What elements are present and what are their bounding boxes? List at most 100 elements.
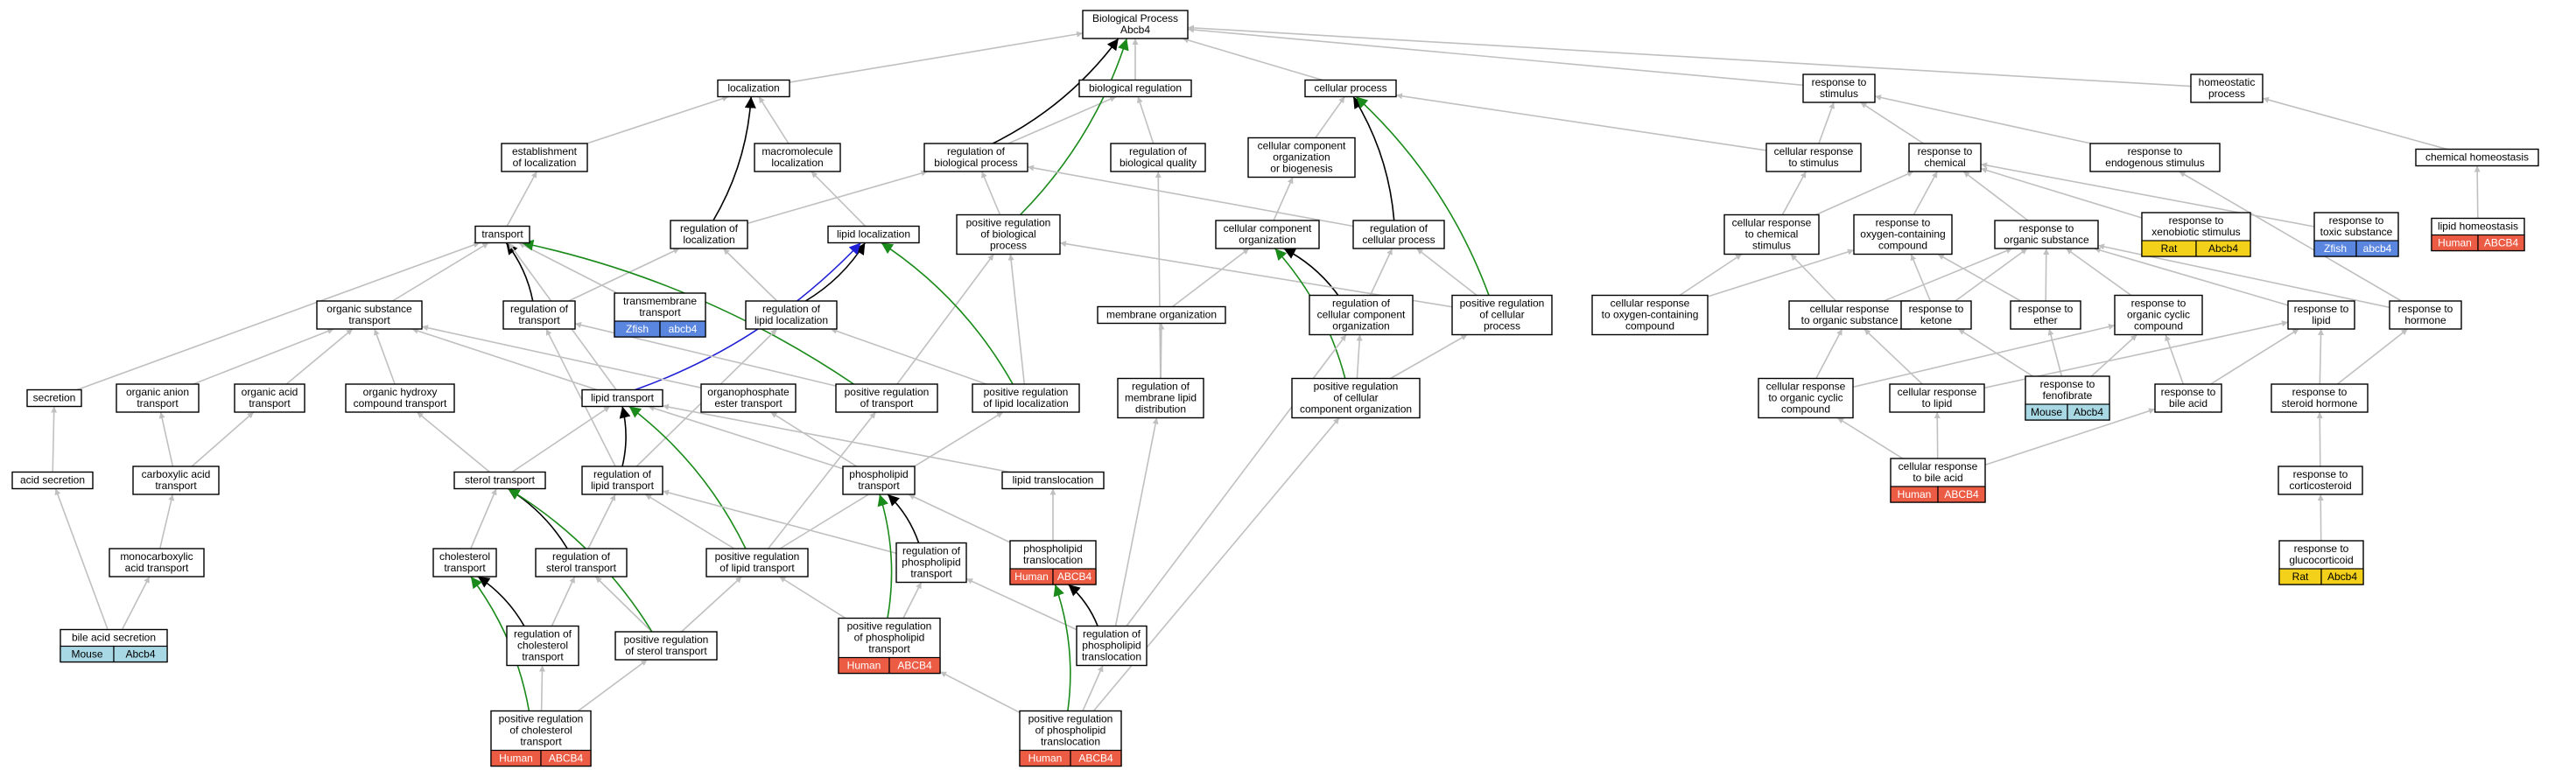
edge-cco-to-ccorg xyxy=(1273,177,1294,221)
node-label-line: organic hydroxy xyxy=(363,386,438,398)
species-badge-label: Human xyxy=(2438,237,2472,249)
node-chemhomeo[interactable]: chemical homeostasis xyxy=(2415,148,2539,167)
node-label-line: of phospholipid xyxy=(1035,724,1106,737)
node-lipidtrans[interactable]: lipid transport xyxy=(581,388,663,408)
node-label-line: steroid hormone xyxy=(2282,397,2358,410)
node-lipidloc[interactable]: lipid localization xyxy=(827,225,920,244)
node-label-line: lipid homeostasis xyxy=(2438,220,2518,233)
node-bioreg[interactable]: biological regulation xyxy=(1078,79,1192,98)
species-badge xyxy=(540,749,592,767)
node-box xyxy=(1097,305,1226,325)
node-label-line: carboxylic acid xyxy=(142,468,211,480)
node-lipidtransloc[interactable]: lipid translocation xyxy=(1001,471,1105,490)
node-localization[interactable]: localization xyxy=(717,79,790,98)
edge-steroltrans-to-lipidtrans xyxy=(511,405,611,473)
node-cellproc[interactable]: cellular process xyxy=(1304,79,1397,98)
edge-regphostransloc-to-regccorg xyxy=(1126,334,1347,626)
node-label-line: to lipid xyxy=(1922,397,1953,410)
node-transport[interactable]: transport xyxy=(474,225,530,244)
node-box xyxy=(972,383,1080,413)
edge-membrorg-to-cco xyxy=(1172,248,1250,308)
node-steroltrans[interactable]: sterol transport xyxy=(453,471,546,490)
species-badge xyxy=(1937,486,1986,503)
node-membrorg[interactable]: membrane organization xyxy=(1097,305,1226,325)
node-label-line: organophosphate xyxy=(707,386,790,398)
node-secretion[interactable]: secretion xyxy=(26,388,82,408)
node-acidsec[interactable]: acid secretion xyxy=(11,471,94,490)
edge-posregbp-to-bp xyxy=(1020,38,1129,216)
species-badge-label: Zfish xyxy=(626,323,649,335)
node-label-line: response to xyxy=(2294,542,2349,555)
edge-resphormone-to-resporg xyxy=(2097,243,2390,309)
node-label-line: organic cyclic xyxy=(2127,309,2190,321)
node-label-line: Abcb4 xyxy=(1120,24,1150,36)
